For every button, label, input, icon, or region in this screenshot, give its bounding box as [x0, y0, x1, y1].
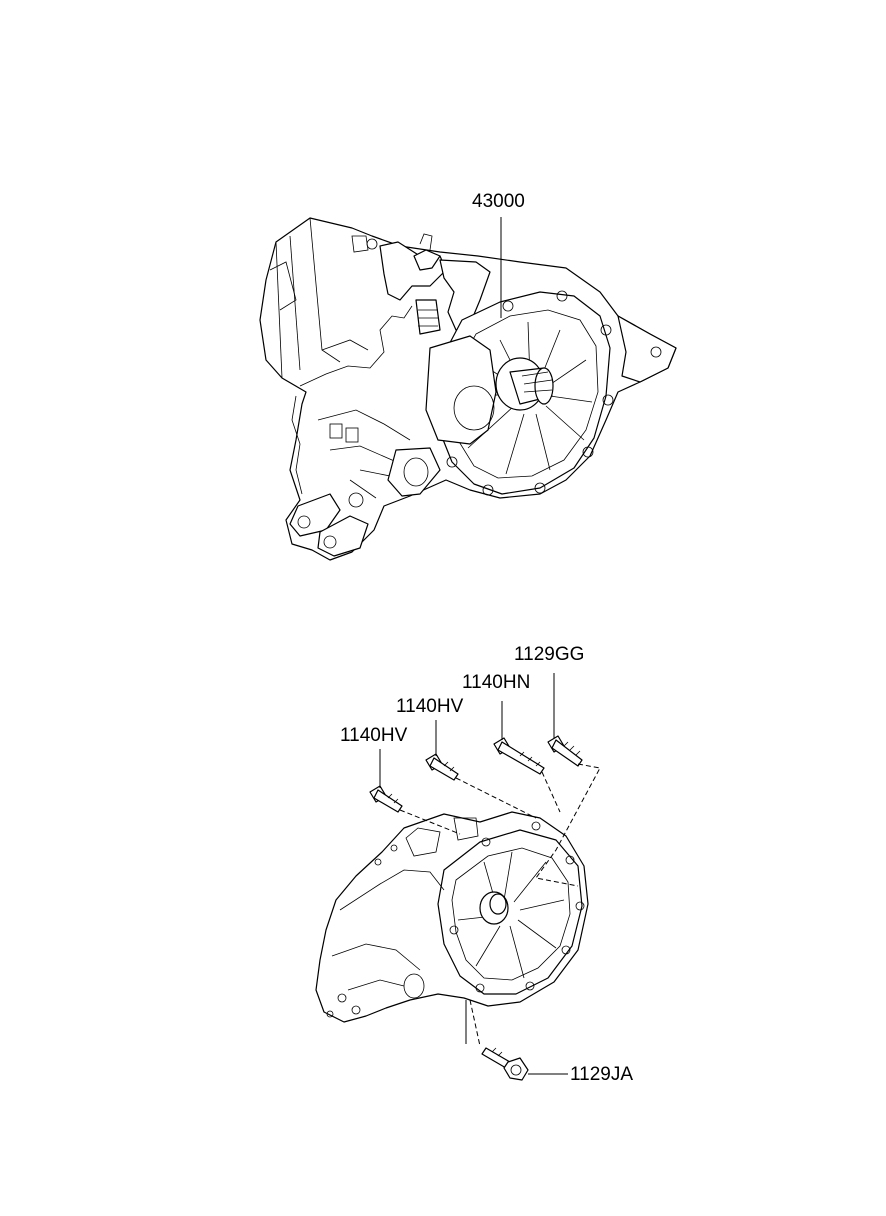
assembly-dashed-lines [399, 763, 601, 1047]
part-number-label-1129ja: 1129JA [570, 1064, 634, 1085]
transaxle-assembly-drawing [259, 217, 677, 561]
part-number-label-43000: 43000 [472, 191, 525, 212]
bolt-1140hn-drawing [493, 737, 545, 775]
bolt-1129ja-drawing [481, 1047, 529, 1081]
part-number-label-1140hn: 1140HN [462, 672, 531, 693]
case-with-bolts-drawing [315, 811, 589, 1023]
bolt-1129gg-drawing [547, 735, 583, 767]
part-number-label-1140hv-upper: 1140HV [396, 696, 464, 717]
label-leader-lines [379, 673, 568, 1075]
bolt-1140hv-lower-drawing [369, 785, 403, 813]
part-number-label-1129gg: 1129GG [514, 644, 585, 665]
part-number-label-1140hv-lower: 1140HV [340, 725, 408, 746]
bolt-1140hv-upper-drawing [425, 753, 459, 781]
